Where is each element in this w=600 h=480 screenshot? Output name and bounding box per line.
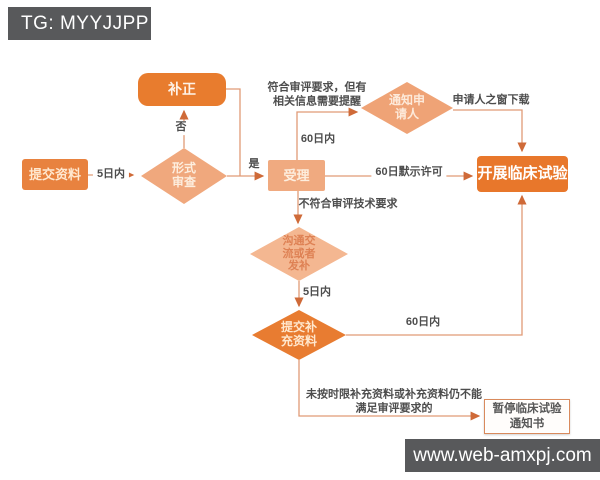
edge-label-within-5-days-2: 5日内 [302, 286, 332, 299]
edge-label-yes: 是 [248, 158, 260, 171]
acceptance-node: 受理 [268, 160, 325, 191]
website-watermark-badge: www.web-amxpj.com [405, 439, 600, 472]
connector-acceptance-to-notify [296, 107, 359, 160]
edge-label-60-day-tacit-permission: 60日默示许可 [371, 166, 447, 180]
edge-label-overdue-supplement-note: 未按时限补充资料或补充资料仍不能 满足审评要求的 [306, 388, 482, 414]
edge-label-meets-requirements-note: 符合审评要求，但有 相关信息需要提醒 [267, 81, 367, 107]
connector-supplement-to-suspend-notice [298, 360, 481, 421]
suspend-trial-notice-node: 暂停临床试验 通知书 [484, 399, 570, 434]
edge-label-within-60-days-2: 60日内 [405, 316, 441, 329]
start-clinical-trial-node: 开展临床试验 [477, 156, 568, 192]
edge-label-within-5-days: 5日内 [92, 168, 130, 182]
edge-label-applicant-window-download: 申请人之窗下载 [452, 94, 530, 107]
edge-label-no: 否 [171, 121, 191, 135]
edge-label-within-60-days: 60日内 [300, 133, 336, 146]
connector-correction-to-acceptance-merge [225, 88, 241, 176]
telegram-watermark-badge: TG: MYYJJPP [8, 7, 151, 40]
edge-label-not-meet-technical-requirements: 不符合审评技术要求 [298, 198, 398, 211]
connector-notify-to-start-trial [453, 109, 527, 153]
submit-materials-node: 提交资料 [22, 159, 88, 190]
connector-supplement-to-start-trial [346, 194, 527, 336]
correction-node: 补正 [138, 73, 226, 106]
